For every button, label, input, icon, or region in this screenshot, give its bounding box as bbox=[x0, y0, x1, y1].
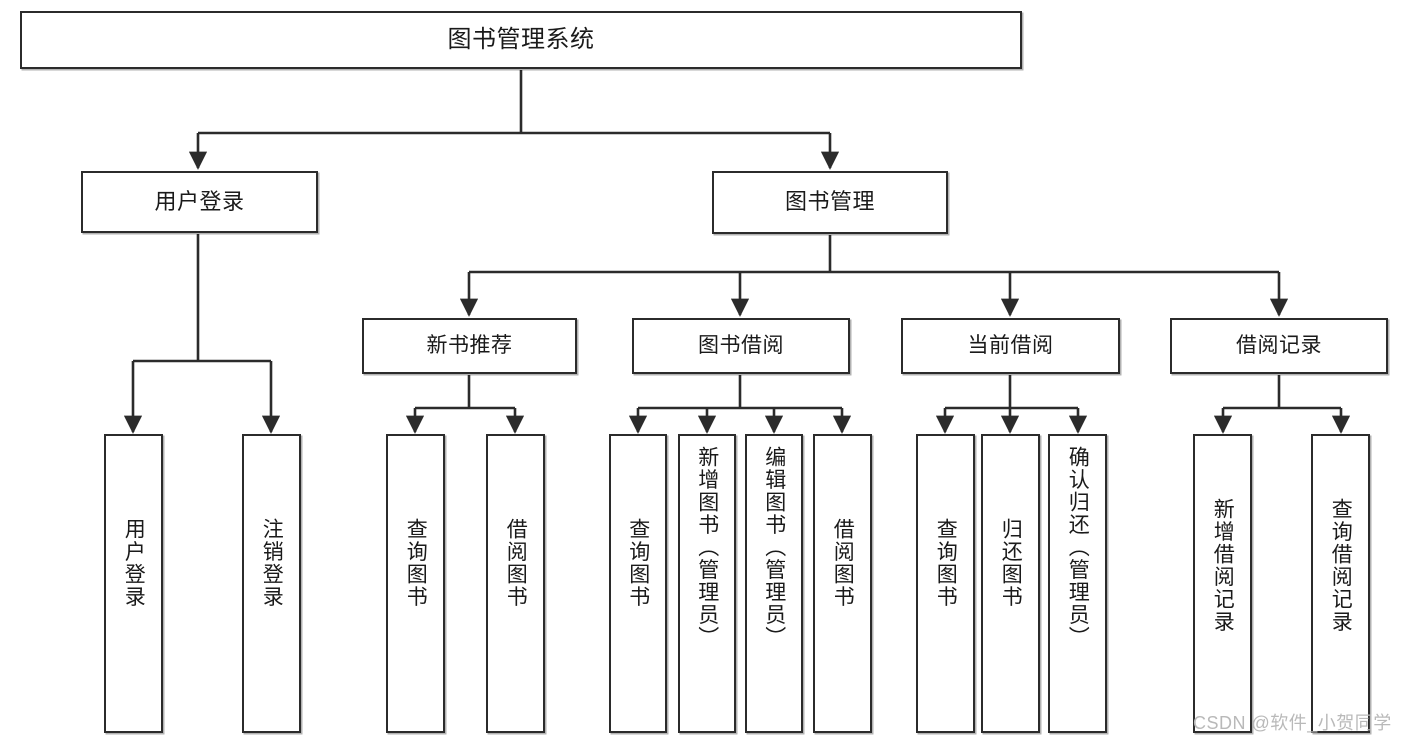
node-borrow-record[interactable]: 借阅记录 bbox=[1170, 318, 1388, 374]
node-leaf-rec-borrow[interactable]: 借阅图书 bbox=[486, 434, 545, 733]
node-current-borrow-label: 当前借阅 bbox=[967, 334, 1054, 358]
node-leaf-borrow-add-label: 新增图书（管理员） bbox=[695, 446, 719, 649]
node-leaf-user-logout-label: 注销登录 bbox=[260, 518, 284, 608]
node-new-book-rec[interactable]: 新书推荐 bbox=[362, 318, 577, 374]
node-root-label: 图书管理系统 bbox=[447, 25, 595, 53]
node-new-book-rec-label: 新书推荐 bbox=[426, 334, 513, 358]
node-leaf-borrow-query-label: 查询图书 bbox=[626, 518, 650, 608]
node-leaf-rec-search[interactable]: 查询借阅记录 bbox=[1311, 434, 1370, 733]
node-leaf-cur-confirm-label: 确认归还（管理员） bbox=[1066, 446, 1090, 649]
node-leaf-cur-query-label: 查询图书 bbox=[934, 518, 958, 608]
node-book-manage-label: 图书管理 bbox=[784, 189, 875, 215]
node-leaf-cur-return-label: 归还图书 bbox=[999, 518, 1023, 608]
node-leaf-user-logout[interactable]: 注销登录 bbox=[242, 434, 301, 733]
node-leaf-borrow-edit-label: 编辑图书（管理员） bbox=[762, 446, 786, 649]
node-root[interactable]: 图书管理系统 bbox=[20, 11, 1022, 69]
node-leaf-cur-return[interactable]: 归还图书 bbox=[981, 434, 1040, 733]
node-current-borrow[interactable]: 当前借阅 bbox=[901, 318, 1120, 374]
node-book-borrow-label: 图书借阅 bbox=[698, 334, 784, 358]
node-leaf-borrow-query[interactable]: 查询图书 bbox=[609, 434, 667, 733]
node-leaf-rec-search-label: 查询借阅记录 bbox=[1329, 498, 1353, 633]
node-leaf-borrow-lend-label: 借阅图书 bbox=[831, 518, 855, 608]
node-leaf-borrow-add[interactable]: 新增图书（管理员） bbox=[678, 434, 736, 733]
node-leaf-borrow-edit[interactable]: 编辑图书（管理员） bbox=[745, 434, 803, 733]
node-book-manage[interactable]: 图书管理 bbox=[712, 171, 948, 234]
node-borrow-record-label: 借阅记录 bbox=[1236, 334, 1322, 358]
node-leaf-cur-confirm[interactable]: 确认归还（管理员） bbox=[1048, 434, 1107, 733]
node-leaf-rec-borrow-label: 借阅图书 bbox=[504, 518, 528, 608]
node-leaf-user-login-label: 用户登录 bbox=[122, 518, 146, 608]
node-leaf-borrow-lend[interactable]: 借阅图书 bbox=[813, 434, 872, 733]
node-leaf-rec-query-label: 查询图书 bbox=[404, 518, 428, 608]
node-leaf-rec-add-label: 新增借阅记录 bbox=[1211, 498, 1235, 633]
node-user-login[interactable]: 用户登录 bbox=[81, 171, 318, 233]
node-leaf-cur-query[interactable]: 查询图书 bbox=[916, 434, 975, 733]
node-leaf-user-login[interactable]: 用户登录 bbox=[104, 434, 163, 733]
csdn-watermark: CSDN @软件_小贺同学 bbox=[1193, 713, 1392, 733]
node-book-borrow[interactable]: 图书借阅 bbox=[632, 318, 850, 374]
node-leaf-rec-add[interactable]: 新增借阅记录 bbox=[1193, 434, 1252, 733]
node-leaf-rec-query[interactable]: 查询图书 bbox=[386, 434, 445, 733]
node-user-login-label: 用户登录 bbox=[154, 188, 245, 214]
